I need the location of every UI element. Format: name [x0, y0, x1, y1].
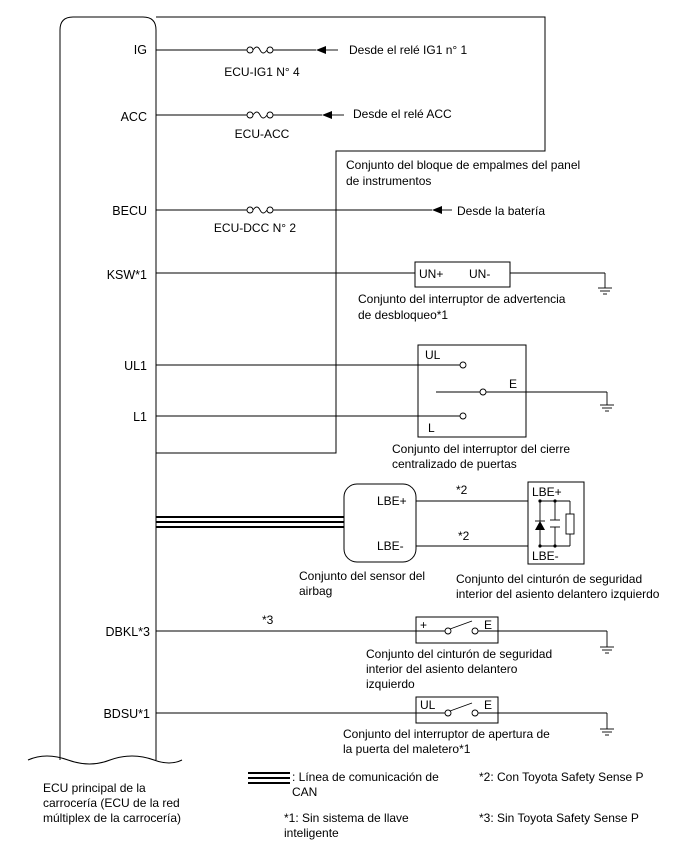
seatbelt-pretensioner-box: [527, 481, 585, 565]
door-lock-term-l: L: [428, 421, 435, 435]
door-lock-label-2: centralizado de puertas: [392, 457, 517, 471]
pretensioner-label-1: Conjunto del cinturón de seguridad: [456, 572, 642, 586]
trunk-term-e: E: [484, 698, 492, 712]
pin-l1: L1: [133, 410, 147, 424]
door-lock-switch-box: [417, 344, 527, 438]
ground-icon: [598, 287, 612, 295]
legend-can-2: CAN: [292, 785, 317, 799]
pretensioner-label-2: interior del asiento delantero izquierdo: [456, 587, 660, 601]
unlock-switch-label-1: Conjunto del interruptor de advertencia: [358, 292, 566, 306]
junction-block-label-1: Conjunto del bloque de empalmes del pane…: [346, 158, 580, 172]
becu-fuse-right-terminal: [266, 206, 274, 214]
junction-block-outline: [156, 16, 546, 454]
ig-arrow: [316, 46, 326, 54]
unlock-switch-term-plus: UN+: [419, 267, 443, 281]
unlock-switch-label-2: de desbloqueo*1: [358, 308, 448, 322]
airbag-label-2: airbag: [299, 584, 332, 598]
airbag-sensor-box: [343, 483, 417, 563]
pretensioner-lbe-plus: LBE+: [532, 485, 562, 499]
lbe-plus-note: *2: [456, 483, 468, 497]
pretensioner-lbe-minus: LBE-: [532, 549, 559, 563]
airbag-lbe-minus: LBE-: [377, 539, 404, 553]
source-ig-label: Desde el relé IG1 n° 1: [349, 43, 468, 57]
becu-fuse-left-terminal: [246, 206, 254, 214]
pin-ksw: KSW*1: [107, 268, 147, 282]
fuse-becu-label: ECU-DCC N° 2: [214, 221, 296, 235]
pin-ig: IG: [134, 43, 147, 57]
buckle-label-1: Conjunto del cinturón de seguridad: [366, 647, 552, 661]
ecu-body-break: [27, 755, 183, 765]
pin-becu: BECU: [112, 204, 147, 218]
buckle-label-3: izquierdo: [366, 677, 415, 691]
fuse-acc-label: ECU-ACC: [235, 127, 290, 141]
door-lock-label-1: Conjunto del interruptor del cierre: [392, 442, 570, 456]
buckle-term-e: E: [484, 618, 492, 632]
acc-fuse-left-terminal: [246, 111, 254, 119]
can-bus-line: [156, 516, 344, 528]
legend-note-1a: *1: Sin sistema de llave: [284, 811, 409, 825]
becu-arrow: [432, 206, 442, 214]
ecu-label-3: múltiplex de la carrocería): [43, 811, 181, 825]
pretensioner-circuit-icon: [535, 499, 575, 548]
ground-icon: [600, 728, 614, 736]
dbkl-note: *3: [262, 613, 274, 627]
door-lock-contact-l: [459, 412, 467, 420]
legend-note-2: *2: Con Toyota Safety Sense P: [479, 770, 644, 784]
buckle-switch-box: [415, 616, 499, 644]
trunk-term-ul: UL: [420, 698, 436, 712]
ecu-label-2: carrocería (ECU de la red: [43, 796, 180, 810]
trunk-label-1: Conjunto del interruptor de apertura de: [343, 727, 550, 741]
legend-note-1b: inteligente: [284, 826, 339, 840]
junction-block-label-2: de instrumentos: [346, 174, 431, 188]
ig-fuse-left-terminal: [246, 46, 254, 54]
trunk-switch-contact-icon: [416, 702, 498, 717]
unlock-switch-box: [414, 261, 511, 288]
ground-icon: [600, 646, 614, 654]
fuse-ig-label: ECU-IG1 N° 4: [224, 65, 300, 79]
door-lock-term-e: E: [509, 377, 517, 391]
legend-note-3: *3: Sin Toyota Safety Sense P: [479, 811, 639, 825]
unlock-switch-term-minus: UN-: [469, 267, 490, 281]
trunk-switch-box: [415, 696, 499, 724]
door-lock-contact-ul: [459, 361, 467, 369]
buckle-label-2: interior del asiento delantero: [366, 662, 518, 676]
pin-bdsu: BDSU*1: [103, 707, 150, 721]
ig-fuse-right-terminal: [266, 46, 274, 54]
pin-dbkl: DBKL*3: [106, 625, 151, 639]
can-legend-symbol: [248, 772, 290, 784]
ecu-body-outline: [59, 16, 157, 760]
ig-fuse: [252, 46, 268, 54]
trunk-label-2: la puerta del maletero*1: [343, 742, 471, 756]
buckle-term-plus: +: [420, 618, 427, 632]
acc-arrow: [322, 111, 332, 119]
airbag-lbe-plus: LBE+: [377, 494, 407, 508]
buckle-switch-contact-icon: [416, 620, 498, 635]
legend-can-1: : Línea de comunicación de: [292, 770, 439, 784]
ground-icon: [600, 404, 614, 412]
ecu-label-1: ECU principal de la: [43, 781, 146, 795]
pin-acc: ACC: [121, 110, 147, 124]
becu-fuse: [252, 206, 268, 214]
lbe-minus-note: *2: [458, 529, 470, 543]
acc-fuse-right-terminal: [266, 111, 274, 119]
acc-fuse: [252, 111, 268, 119]
airbag-label-1: Conjunto del sensor del: [299, 569, 425, 583]
pin-ul1: UL1: [124, 359, 147, 373]
source-becu-label: Desde la batería: [457, 204, 545, 218]
source-acc-label: Desde el relé ACC: [353, 107, 452, 121]
door-lock-term-ul: UL: [425, 348, 441, 362]
door-lock-contact-e: [479, 388, 487, 396]
